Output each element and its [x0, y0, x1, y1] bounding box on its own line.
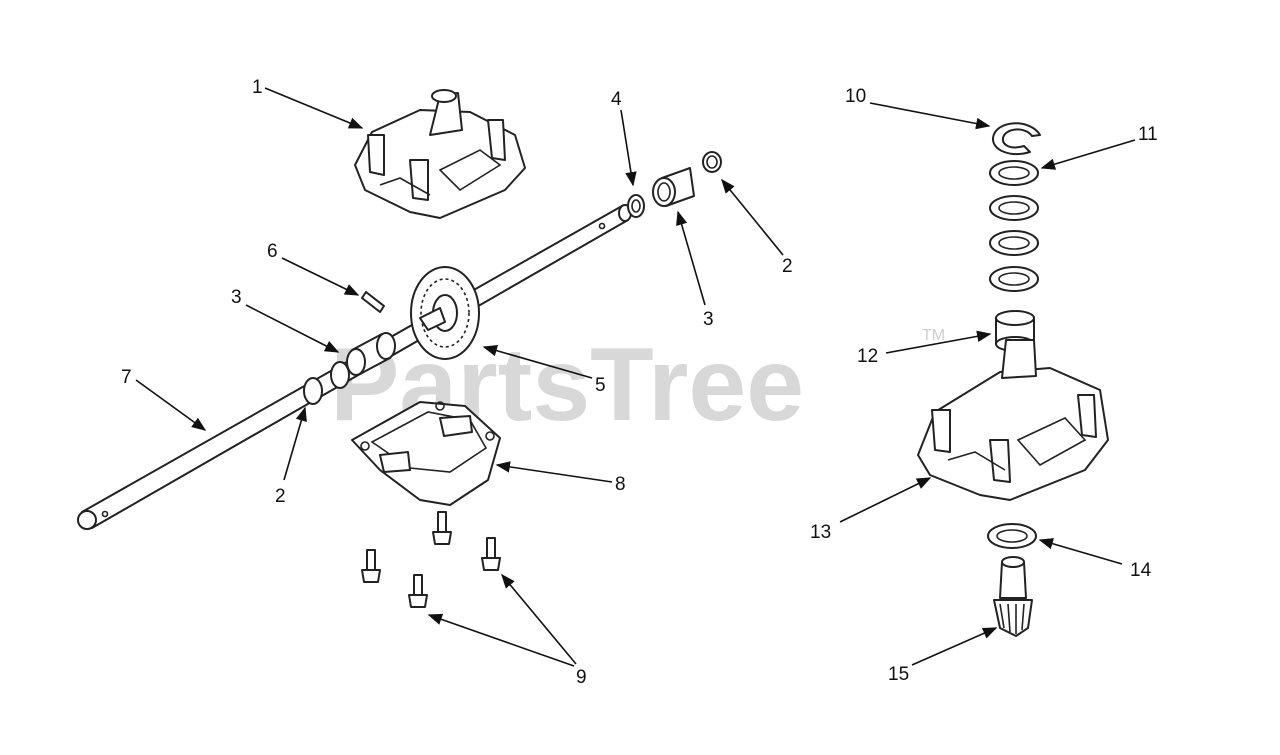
callout-4: 4 — [611, 89, 622, 110]
callout-2-top: 2 — [782, 256, 793, 277]
callout-11: 11 — [1138, 124, 1158, 145]
leader-14 — [1038, 538, 1123, 565]
callout-6: 6 — [267, 241, 278, 262]
part-e-clip — [992, 122, 1041, 156]
part-axle-collars — [303, 332, 396, 405]
leader-12 — [885, 330, 992, 354]
callout-3-top: 3 — [703, 309, 714, 330]
part-washer-stack — [989, 160, 1039, 292]
part-gear-case-right — [917, 339, 1109, 501]
callout-9: 9 — [576, 667, 587, 688]
screw — [481, 537, 501, 571]
leader-3-top — [676, 210, 706, 306]
leader-4 — [620, 109, 637, 187]
callout-numbers: 1 4 2 3 6 3 5 7 2 8 9 10 11 12 13 14 15 — [121, 77, 1158, 688]
callout-14: 14 — [1130, 560, 1152, 581]
callout-1: 1 — [252, 77, 263, 98]
leader-6 — [281, 257, 360, 296]
part-pin — [361, 291, 385, 313]
leader-15 — [911, 627, 998, 666]
callout-15: 15 — [888, 664, 909, 685]
callout-8: 8 — [615, 474, 626, 495]
leader-9a — [427, 613, 575, 667]
leader-10 — [869, 102, 991, 130]
leader-3-left — [245, 304, 340, 353]
leader-11 — [1040, 139, 1136, 170]
part-washer-14 — [987, 523, 1037, 549]
leader-13 — [839, 477, 932, 523]
part-lower-case — [351, 401, 501, 506]
callout-3-left: 3 — [231, 287, 242, 308]
leader-2-top — [721, 178, 784, 256]
callout-10: 10 — [845, 86, 866, 107]
leader-2-left — [283, 406, 307, 481]
leader-8 — [495, 461, 613, 483]
leader-7 — [135, 379, 207, 431]
leader-5 — [482, 345, 593, 379]
leader-9b — [501, 573, 577, 665]
screw — [432, 511, 452, 545]
part-bevel-gear — [410, 266, 480, 360]
part-washer-4 — [627, 194, 645, 218]
screw — [408, 574, 428, 608]
part-washer-2 — [702, 151, 722, 173]
screw — [361, 549, 381, 583]
part-bushing-3 — [652, 167, 695, 207]
leader-1 — [264, 87, 364, 129]
callout-13: 13 — [810, 522, 831, 543]
callout-2-left: 2 — [275, 486, 286, 507]
callout-12: 12 — [857, 346, 878, 367]
part-pinion-shaft — [993, 556, 1033, 637]
callout-5: 5 — [595, 375, 606, 396]
callout-7: 7 — [121, 367, 132, 388]
part-upper-cover — [354, 89, 526, 219]
watermark-trademark: TM — [922, 327, 945, 344]
part-screws — [361, 511, 501, 608]
leader-lines — [135, 87, 1136, 667]
